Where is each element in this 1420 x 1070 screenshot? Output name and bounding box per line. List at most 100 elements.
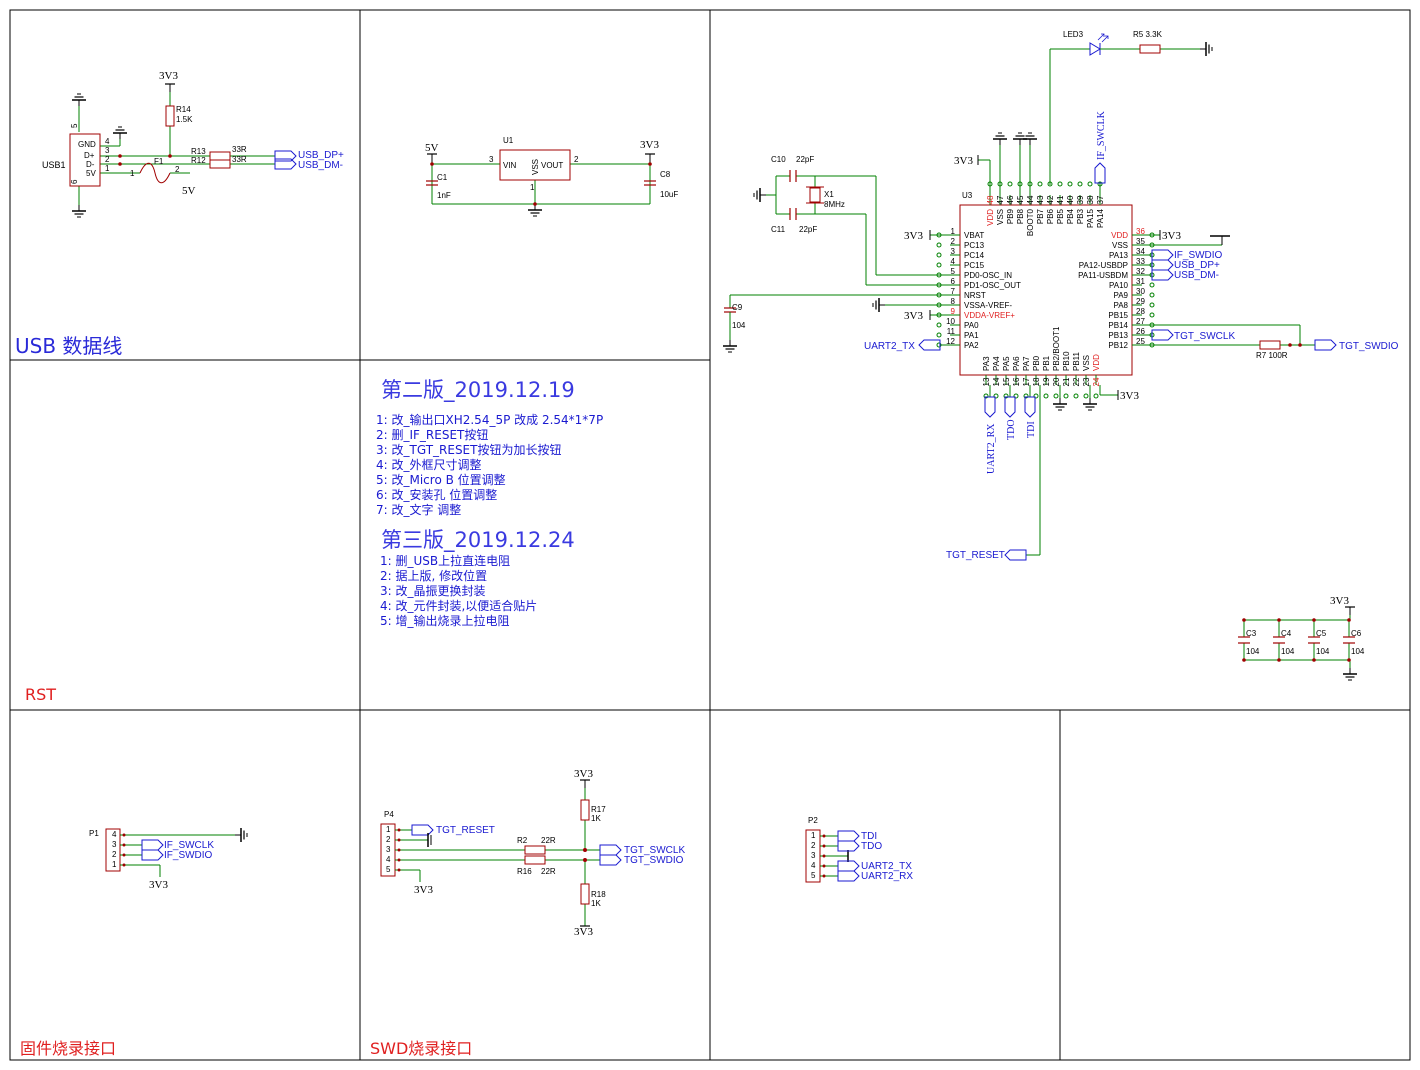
pin-number: 41 [1056,195,1065,204]
svg-text:TGT_SWCLK: TGT_SWCLK [624,845,685,856]
pin-number: 48 [986,195,995,204]
pin-number: 25 [1136,337,1145,346]
svg-text:R16: R16 [517,867,532,876]
cap-ref: C5 [1316,629,1327,638]
svg-text:5: 5 [811,871,816,880]
net-tdi: TDI [1026,421,1037,438]
r2-resistor [524,845,546,855]
pin-number: 27 [1136,317,1145,326]
revision-item: 7: 改_文字 调整 [376,503,462,517]
svg-text:GND: GND [78,140,96,149]
revision-v3-list: 1: 删_USB上拉直连电阻 2: 据上版, 修改位置 3: 改_晶振更换封装 … [380,554,537,629]
pin-number: 1 [951,227,956,236]
pin-stub [1003,393,1009,399]
svg-text:1nF: 1nF [437,191,451,200]
r5-resistor [1139,44,1161,54]
svg-text:VOUT: VOUT [541,161,563,170]
svg-text:P1: P1 [89,829,99,838]
revision-item: 5: 增_输出烧录上拉电阻 [380,614,510,628]
pin-name: PB11 [1072,351,1081,371]
pin-stub [1037,181,1043,187]
svg-text:1: 1 [811,831,816,840]
pin-name: PC15 [964,261,985,270]
svg-text:D-: D- [86,160,95,169]
pin-name: PB14 [1108,321,1128,330]
svg-text:1: 1 [105,164,110,173]
svg-text:LED3: LED3 [1063,30,1084,39]
pin-number: 24 [1092,377,1101,386]
pin-name: PB10 [1062,351,1071,371]
svg-text:TGT_RESET: TGT_RESET [436,825,495,836]
pin-stub [1149,292,1155,298]
usb-ref: USB1 [42,160,66,170]
pin-stub [1073,393,1079,399]
svg-text:UART2_TX: UART2_TX [861,861,912,872]
svg-text:UART2_RX: UART2_RX [861,871,913,882]
svg-text:R5 3.3K: R5 3.3K [1133,30,1163,39]
pin-name: VDD [986,209,995,226]
svg-text:22R: 22R [541,836,556,845]
svg-text:33R: 33R [232,155,247,164]
pin-number: 2 [951,237,956,246]
p4-header-circuit: P4 1 2 3 4 5 TGT_RESET R2 22R R16 22R R1… [380,768,685,938]
pin-number: 15 [1002,377,1011,386]
svg-text:2: 2 [811,841,816,850]
pin-number: 17 [1022,377,1031,386]
pin-name: PA9 [1113,291,1128,300]
svg-text:R2: R2 [517,836,528,845]
usb-connector-body [69,133,101,187]
pin-name: PB4 [1066,208,1075,224]
p2-header-circuit: P2 1 2 3 4 5 TDI TDO UART2_TX UART2_RX [805,816,913,883]
svg-text:2: 2 [112,850,117,859]
cap-value: 104 [1351,647,1365,656]
svg-text:2: 2 [175,165,180,174]
pin-stub [1093,393,1099,399]
section-title-usb: USB 数据线 [15,334,123,358]
svg-text:P2: P2 [808,816,818,825]
pin-stub [1149,312,1155,318]
pin-stub [1087,181,1093,187]
revision-item: 3: 改_晶振更换封装 [380,584,486,598]
pin-name: PC14 [964,251,985,260]
r14-resistor [165,105,175,127]
u3-body [959,204,1133,376]
net-tgt-swclk: TGT_SWCLK [1174,331,1235,342]
net-usb-dp: USB_DP+ [298,150,344,161]
pin-stub [1057,181,1063,187]
svg-text:TGT_SWDIO: TGT_SWDIO [624,855,684,866]
svg-text:3V3: 3V3 [574,768,593,780]
svg-text:U1: U1 [503,136,514,145]
pin-stub [1033,393,1039,399]
pin-stub [936,262,942,268]
svg-text:3V3: 3V3 [904,310,923,322]
pin-name: VBAT [964,231,984,240]
pin-name: PB0 [1032,355,1041,371]
svg-text:5V: 5V [425,142,439,154]
pin-number: 38 [1086,195,1095,204]
f1-fuse [139,162,171,184]
cap-value: 104 [1316,647,1330,656]
pin-name: VDD [1111,231,1128,240]
pin-name: PB9 [1006,208,1015,224]
svg-text:IF_SWCLK: IF_SWCLK [164,840,214,851]
pin-stub [936,332,942,338]
pin-name: VDD [1092,354,1101,371]
pin-name: PC13 [964,241,985,250]
svg-text:R7 100R: R7 100R [1256,351,1288,360]
svg-text:4: 4 [811,861,816,870]
pin-name: PD0-OSC_IN [964,271,1012,280]
pin-name: VDDA-VREF+ [964,311,1015,320]
pin-number: 37 [1096,195,1105,204]
svg-text:3V3: 3V3 [1120,390,1139,402]
pin-name: PA10 [1109,281,1129,290]
pin-stub [936,252,942,258]
revision-item: 2: 据上版, 修改位置 [380,569,488,583]
pin-number: 21 [1062,377,1071,386]
pin-name: PB7 [1036,208,1045,224]
svg-text:R13: R13 [191,147,206,156]
svg-text:VIN: VIN [503,161,517,170]
svg-text:3V3: 3V3 [574,926,593,938]
pin-name: PA11-USBDM [1078,271,1128,280]
usb-connector-circuit: USB1 GND D+ D- 5V 4 3 2 1 5 6 3V3 R14 1.… [42,70,344,218]
